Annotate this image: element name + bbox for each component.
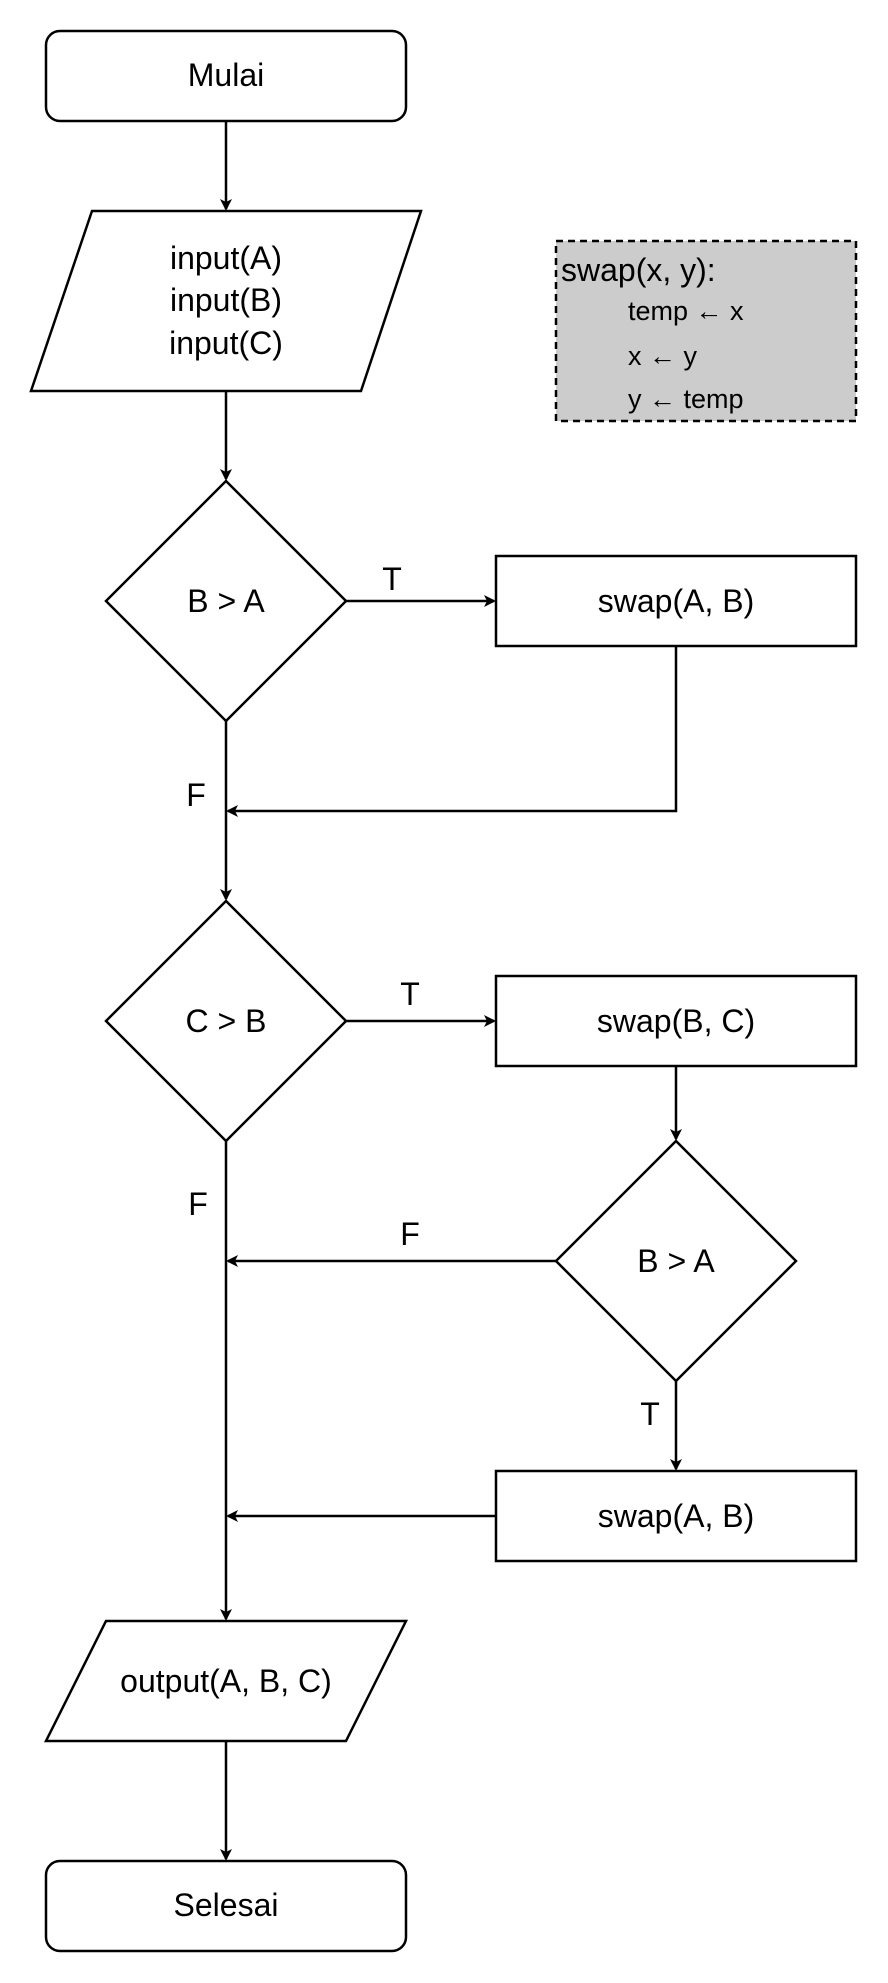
- decision-3-true-label: T: [640, 1396, 660, 1432]
- decision-1-false-label: F: [186, 777, 206, 813]
- input-line-c: input(C): [169, 325, 283, 361]
- swap-definition-note: swap(x, y): temp ← x x ← y y ← temp: [554, 239, 858, 423]
- arrow-process-1-merge: [226, 646, 678, 817]
- start-label: Mulai: [188, 57, 264, 93]
- swap-def-line-1: temp ← x: [628, 296, 744, 326]
- input-line-a: input(A): [170, 240, 282, 276]
- decision-2-true-label: T: [400, 976, 420, 1012]
- swap-def-line-3: y ← temp: [628, 384, 744, 414]
- decision-1-condition: B > A: [187, 583, 265, 619]
- input-line-b: input(B): [170, 282, 282, 318]
- decision-2-condition: C > B: [186, 1003, 267, 1039]
- decision-2: C > B: [104, 899, 348, 1143]
- process-1: swap(A, B): [494, 554, 858, 648]
- output-label: output(A, B, C): [120, 1663, 332, 1699]
- decision-1: B > A: [104, 479, 348, 723]
- swap-def-line-2: x ← y: [628, 341, 698, 371]
- decision-3-condition: B > A: [637, 1243, 715, 1279]
- decision-1-true-label: T: [382, 561, 402, 597]
- end-terminator: Selesai: [44, 1859, 408, 1953]
- swap-def-header: swap(x, y):: [561, 252, 716, 288]
- start-terminator: Mulai: [44, 29, 408, 123]
- end-label: Selesai: [174, 1887, 279, 1923]
- output-block: output(A, B, C): [43, 1619, 409, 1743]
- decision-2-false-label: F: [188, 1186, 208, 1222]
- process-2: swap(B, C): [494, 974, 858, 1068]
- decision-3-false-label: F: [400, 1216, 420, 1252]
- process-3-label: swap(A, B): [598, 1498, 754, 1534]
- decision-3: B > A: [554, 1139, 798, 1383]
- input-block: input(A) input(B) input(C): [29, 209, 423, 393]
- process-1-label: swap(A, B): [598, 583, 754, 619]
- process-3: swap(A, B): [494, 1469, 858, 1563]
- process-2-label: swap(B, C): [597, 1003, 755, 1039]
